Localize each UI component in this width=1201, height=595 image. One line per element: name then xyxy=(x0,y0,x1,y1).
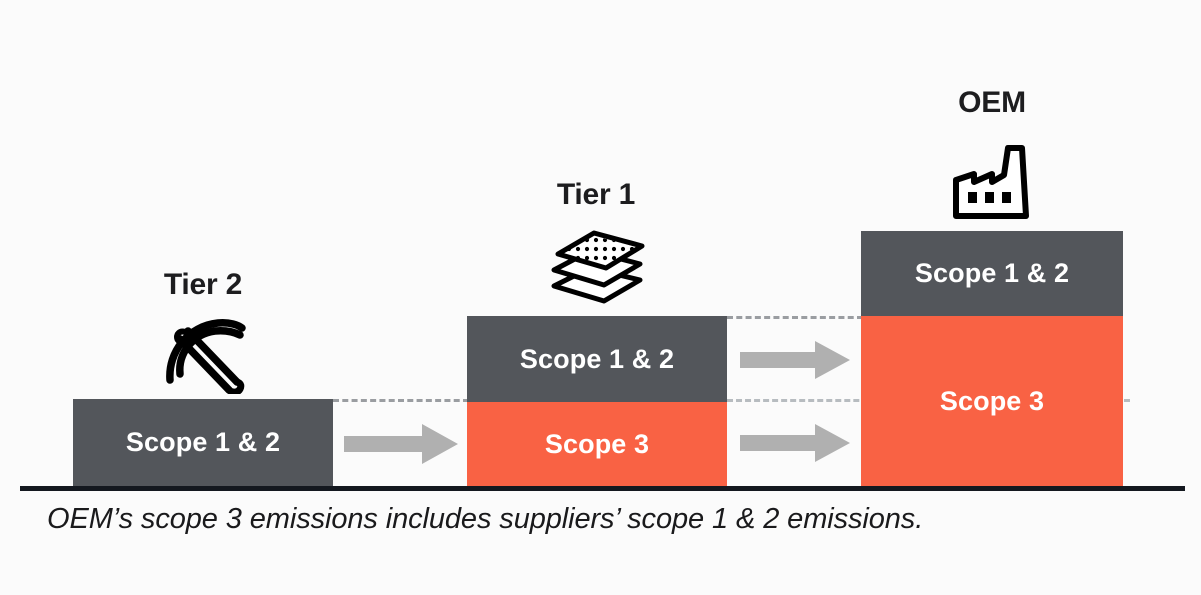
stage-label-tier-2: Tier 2 xyxy=(163,268,243,301)
bar-oem-scope-1-2: Scope 1 & 2 xyxy=(861,231,1123,316)
connector-line-tier1-to-oem xyxy=(727,316,863,319)
arrow-tier2-to-tier1 xyxy=(344,424,458,464)
bar-tier-1-scope-1-2: Scope 1 & 2 xyxy=(467,316,727,402)
arrow-tier1-to-oem-upper xyxy=(740,341,850,379)
connector-line-tier2-to-tier1 xyxy=(333,399,469,402)
bar-tier-2-scope-1-2: Scope 1 & 2 xyxy=(73,399,333,486)
bar-oem-scope-3: Scope 3 xyxy=(861,316,1123,486)
baseline-axis xyxy=(20,486,1185,491)
stage-label-oem: OEM xyxy=(958,86,1026,119)
pickaxe-icon xyxy=(158,312,250,394)
bar-segment-label: Scope 1 & 2 xyxy=(519,343,675,374)
bar-tier-1-scope-3: Scope 3 xyxy=(467,402,727,486)
bar-segment-label: Scope 1 & 2 xyxy=(125,427,281,457)
layers-icon xyxy=(548,228,648,308)
caption-text: OEM’s scope 3 emissions includes supplie… xyxy=(47,503,924,535)
factory-icon xyxy=(952,144,1030,220)
bar-segment-label: Scope 3 xyxy=(939,385,1045,416)
arrow-tier1-to-oem-lower xyxy=(740,424,850,462)
bar-segment-label: Scope 1 & 2 xyxy=(914,258,1070,288)
bar-segment-label: Scope 3 xyxy=(544,428,650,459)
stage-label-tier-1: Tier 1 xyxy=(556,178,636,211)
